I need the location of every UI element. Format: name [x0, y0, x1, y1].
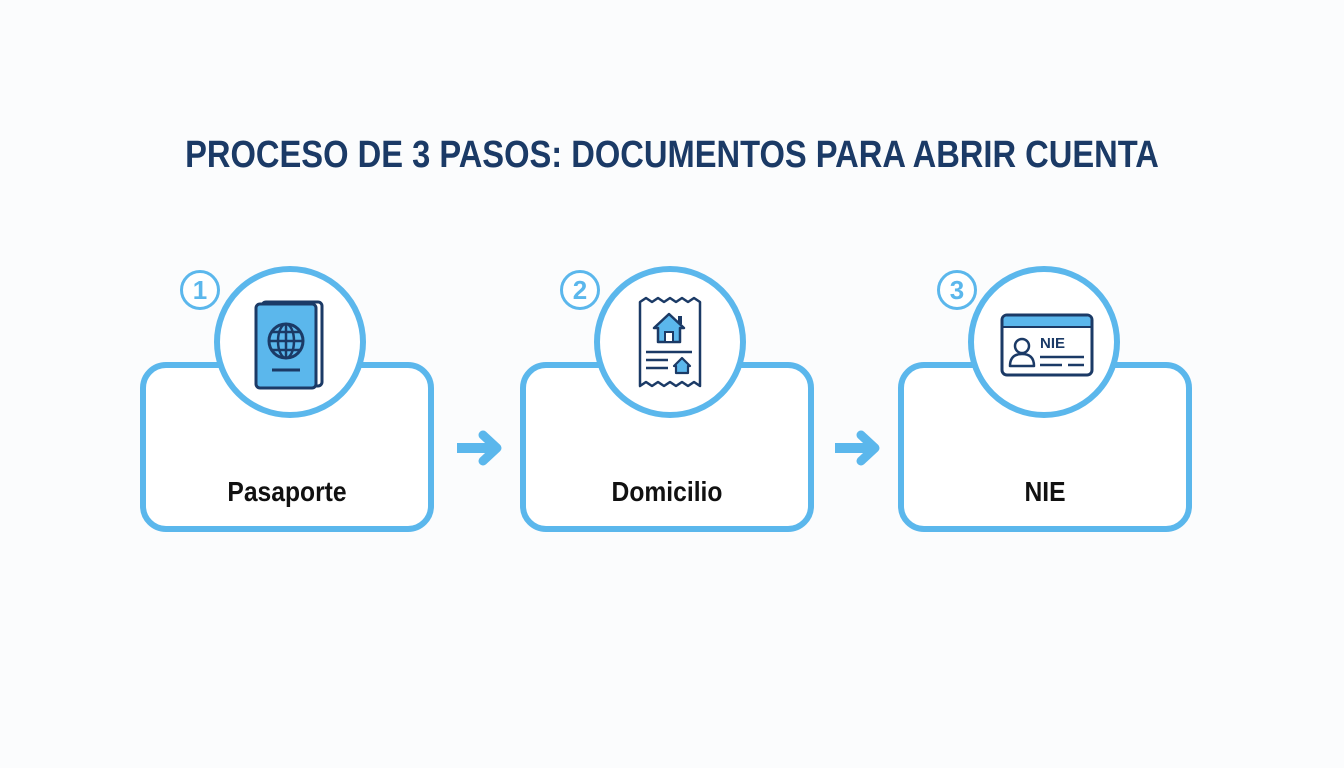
arrow-right-icon — [835, 430, 880, 466]
arrow-right-icon — [457, 430, 502, 466]
step-3-icon-circle — [968, 266, 1120, 418]
page-title: PROCESO DE 3 PASOS: DOCUMENTOS PARA ABRI… — [185, 134, 1159, 176]
step-2-icon-circle — [594, 266, 746, 418]
utility-bill-house-icon — [638, 296, 702, 388]
step-2-number-badge: 2 — [560, 270, 600, 310]
step-3-label: NIE — [1024, 476, 1066, 507]
passport-icon — [254, 300, 324, 390]
id-card-icon: NIE — [1000, 313, 1094, 377]
step-3-number-badge: 3 — [937, 270, 977, 310]
step-1-label: Pasaporte — [227, 476, 347, 507]
id-card-text: NIE — [1040, 335, 1065, 352]
step-2-label: Domicilio — [611, 476, 723, 507]
step-1-number-badge: 1 — [180, 270, 220, 310]
